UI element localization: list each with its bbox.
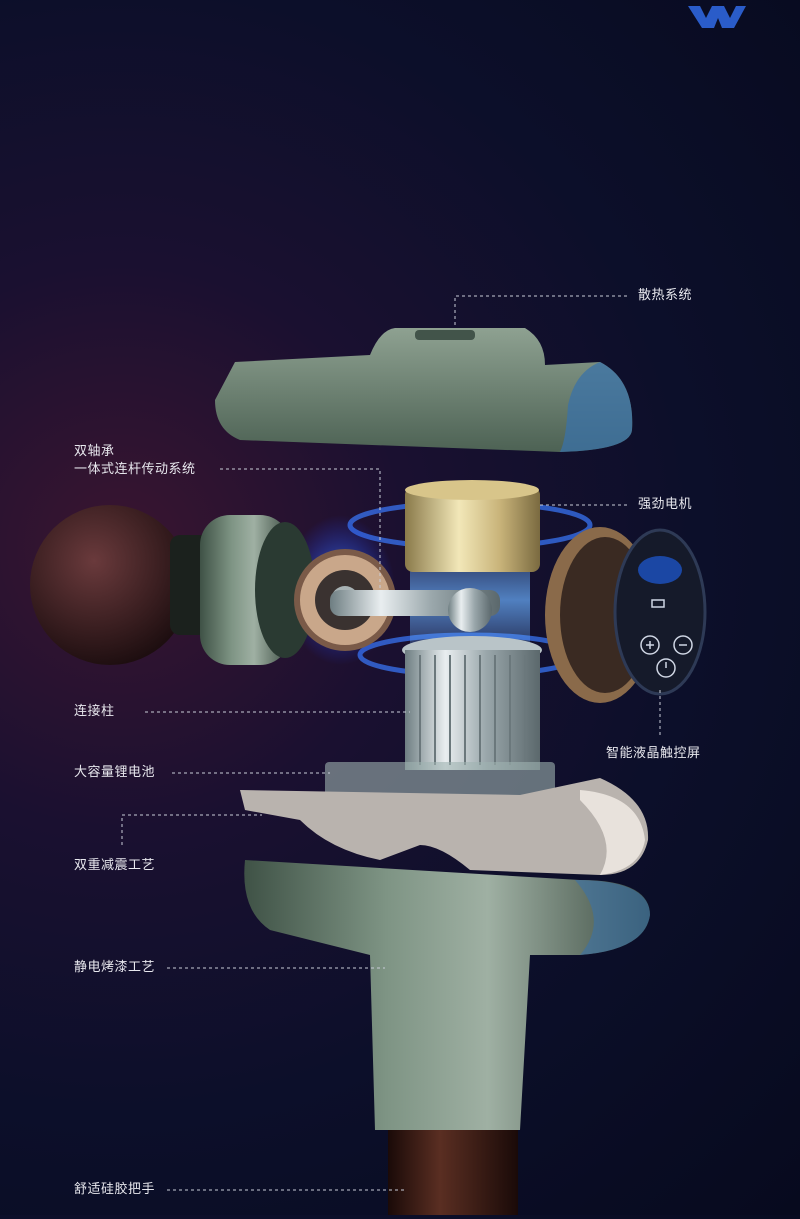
connecting-rod [330, 588, 500, 632]
handle [388, 1130, 518, 1215]
heat-sink-cover [215, 328, 633, 452]
battery-plate [325, 762, 555, 798]
battery-icon [651, 599, 665, 608]
label-paint: 静电烤漆工艺 [74, 960, 156, 975]
label-handle: 舒适硅胶把手 [74, 1182, 156, 1197]
brand-logo [688, 6, 746, 28]
label-heat-dissipation: 散热系统 [638, 288, 693, 303]
label-bearing-system: 双轴承 一体式连杆传动系统 [74, 443, 234, 479]
gear-cylinder [402, 636, 542, 770]
power-icon [656, 658, 676, 678]
label-bearing-line1: 双轴承 [74, 444, 115, 459]
massage-head [30, 505, 315, 665]
control-panel [545, 527, 707, 703]
label-battery: 大容量锂电池 [74, 765, 156, 780]
lower-body [244, 860, 650, 1130]
label-damping: 双重减震工艺 [74, 858, 156, 873]
label-connecting-pillar: 连接柱 [74, 704, 115, 719]
minus-icon [673, 635, 693, 655]
leader-lines [121, 295, 661, 1191]
label-touch-screen: 智能液晶触控屏 [606, 746, 701, 761]
label-motor: 强劲电机 [638, 497, 693, 512]
motor [405, 480, 540, 572]
label-bearing-line2: 一体式连杆传动系统 [74, 462, 196, 477]
screen-icons [640, 599, 693, 678]
upper-shell [240, 778, 649, 875]
plus-icon [640, 635, 660, 655]
